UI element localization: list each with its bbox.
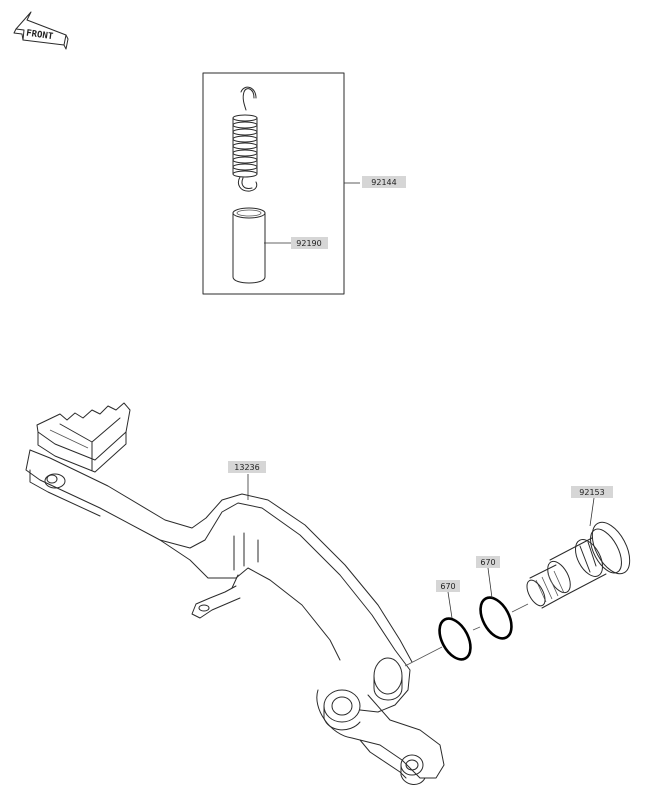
part-tag-o-ring-1: 670: [436, 580, 460, 592]
collar-icon: [232, 207, 266, 284]
front-arrow-icon: FRONT: [13, 11, 69, 50]
svg-text:92190: 92190: [296, 239, 321, 248]
part-tag-spring-kit: 92144: [362, 176, 406, 188]
front-label: FRONT: [25, 29, 54, 43]
svg-text:92153: 92153: [579, 488, 604, 497]
spring-kit-box: [202, 72, 345, 295]
leader-line: [487, 567, 493, 599]
axis-line: [472, 626, 481, 631]
brake-pedal-icon: [25, 402, 445, 785]
o-ring-icon: [479, 596, 513, 640]
leader-line: [447, 591, 453, 619]
svg-text:92144: 92144: [371, 178, 396, 187]
axis-line: [404, 646, 443, 667]
part-tag-pivot-shaft: 92153: [571, 486, 613, 498]
part-tag-collar: 92190: [291, 237, 328, 249]
leader-line: [589, 497, 595, 527]
pivot-shaft-icon: [526, 521, 631, 609]
part-tag-brake-pedal: 13236: [228, 461, 266, 473]
spring-icon: [232, 86, 258, 192]
o-ring-icon: [438, 617, 472, 661]
svg-text:13236: 13236: [234, 463, 259, 472]
svg-text:670: 670: [440, 582, 455, 591]
svg-text:670: 670: [480, 558, 495, 567]
part-tag-o-ring-2: 670: [476, 556, 500, 568]
axis-line: [511, 603, 529, 613]
